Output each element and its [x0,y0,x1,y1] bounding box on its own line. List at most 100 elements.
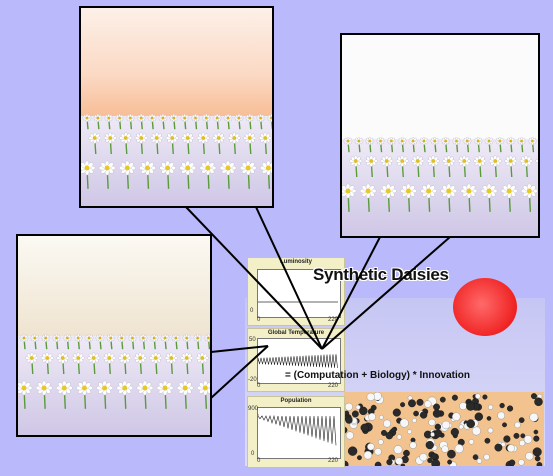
daisy-flower [76,380,93,409]
daisy-flower [488,155,502,178]
daisy-field [81,116,272,206]
daisy-world-ground [344,392,544,466]
daisy-flower [342,183,357,212]
daisy-flower [451,136,462,153]
daisy-flower [87,352,101,375]
daisy-flower [82,113,92,130]
x-start-label: 0 [257,317,261,323]
daisy-flower [219,160,237,189]
daisy-world-patches [344,392,543,466]
daisy-flower [527,136,538,153]
daisy-flower [25,352,39,375]
daisy-flower [147,113,157,130]
y-min-label: 0 [250,308,254,314]
daisy-flower [18,380,33,409]
daisy-flower [460,183,478,212]
daisy-flower [35,380,53,409]
daisy-flower [103,132,117,155]
daisy-flower [118,160,136,189]
formula-text: = (Computation + Biology) * Innovation [285,370,470,381]
x-end-label: 220 [328,317,339,323]
daisy-flower [484,136,494,153]
daisy-flower [118,352,132,375]
daisy-flower [440,183,458,212]
daisy-flower [182,333,192,350]
daisy-flower [117,333,127,350]
daisy-flower [165,132,179,155]
daisy-flower [506,136,516,153]
daisy-flower [243,132,257,155]
daisy-flower [171,333,181,350]
daisy-flower [462,136,472,153]
daisy-flower [125,113,135,130]
sky-gradient [342,35,538,141]
daisy-flower [179,160,197,189]
y-max-label: 900 [248,406,259,412]
daisy-flower [116,380,134,409]
daisy-flower [73,333,83,350]
daisy-flower [256,113,266,130]
plot-title: Global Temperature [267,330,325,336]
daisy-flower [88,132,102,155]
plot-title: Population [280,398,312,404]
daisy-flower [181,132,195,155]
daisy-flower [535,156,538,166]
daisy-flower [500,183,518,212]
daisy-flower [40,352,54,375]
daisy-rows [342,136,538,212]
daisy-flower [98,160,116,189]
daisy-flower [457,155,471,178]
daisy-flower [196,132,210,155]
daisy-flower [71,352,85,375]
sky-gradient [18,236,210,340]
daisy-flower [408,136,418,153]
daisy-flower [400,183,417,212]
daisy-flower [149,352,163,375]
population-line [257,414,337,446]
daisy-flower [190,113,201,130]
daisy-flower [41,333,51,350]
daisy-flower [411,155,425,178]
daisy-panel-pale [16,234,212,437]
daisy-flower [169,113,179,130]
daisy-flower [364,155,378,178]
daisy-flower [138,333,148,350]
daisy-flower [119,132,133,155]
daisy-flower [199,160,217,189]
daisy-flower [266,113,272,130]
daisy-flower [160,333,170,350]
daisy-flower [430,136,440,153]
daisy-flower [420,183,437,212]
daisy-flower [180,352,194,375]
daisy-flower [354,136,364,153]
daisy-flower [136,380,154,409]
daisy-flower [349,155,363,178]
daisy-panel-neutral [340,33,540,238]
daisy-flower [62,333,72,350]
daisy-flower [133,352,147,375]
daisy-flower [473,155,487,178]
daisy-flower [426,155,440,178]
daisy-flower [81,160,96,189]
daisy-flower [223,113,233,130]
daisy-flower [504,155,518,178]
daisy-flower [379,183,397,212]
daisy-flower [201,113,211,130]
y-min-label: 0 [251,451,255,457]
daisy-flower [212,113,222,130]
x-start-label: 0 [257,458,261,464]
daisy-flower [419,136,429,153]
daisy-rows [18,333,210,409]
daisy-flower [164,352,178,375]
daisy-flower [375,136,386,153]
x-end-label: 220 [328,458,339,464]
y-min-label: -20 [248,377,257,383]
daisy-flower [114,113,125,130]
daisy-flower [495,136,505,153]
daisy-flower [159,160,176,189]
daisy-flower [30,333,40,350]
x-end-label: 220 [328,383,339,389]
daisy-flower [245,113,255,130]
plot-area [257,269,341,318]
